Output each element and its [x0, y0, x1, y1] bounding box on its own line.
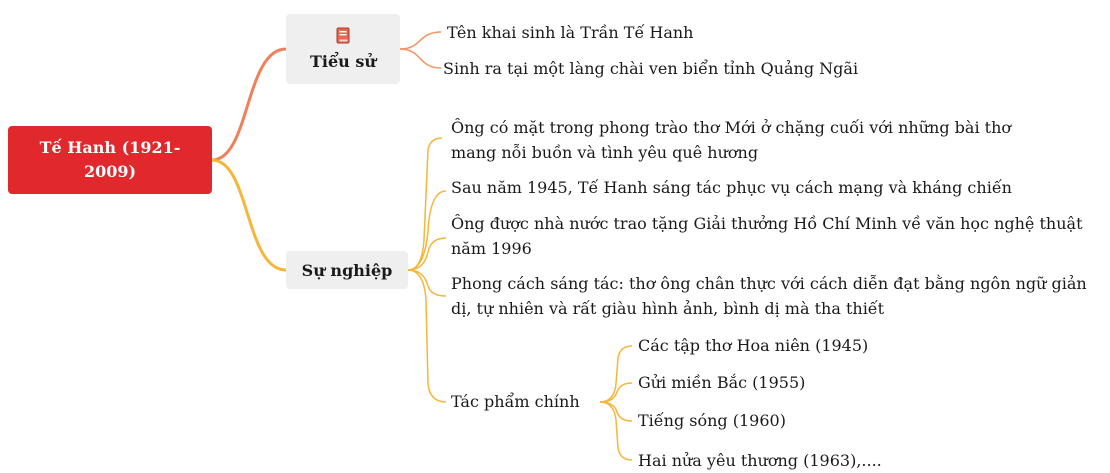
leaf-text-line2: năm 1996 — [451, 239, 532, 258]
connector-works-item — [599, 382, 633, 403]
leaf-text: Hai nửa yêu thương (1963),.... — [638, 451, 882, 470]
topic-biography-label: Tiểu sử — [309, 52, 376, 71]
connector-career-item — [407, 237, 447, 271]
leaf-text: Các tập thơ Hoa niên (1945) — [638, 336, 869, 355]
leaf-text: Tiếng sóng (1960) — [638, 411, 786, 430]
leaf-text-line1: Ông có mặt trong phong trào thơ Mới ở ch… — [451, 118, 1012, 137]
connector-works-item — [599, 345, 633, 403]
root-title: Tế Hanh (1921-2009) — [39, 138, 181, 181]
career-item-style[interactable]: Phong cách sáng tác: thơ ông chân thực v… — [451, 271, 1087, 321]
career-item-works[interactable]: Tác phẩm chính — [451, 389, 580, 414]
career-item-after-1945[interactable]: Sau năm 1945, Tế Hanh sáng tác phục vụ c… — [451, 175, 1012, 200]
career-item-award[interactable]: Ông được nhà nước trao tặng Giải thưởng … — [451, 211, 1083, 261]
connector-career-item — [407, 190, 447, 271]
topic-career[interactable]: Sự nghiệp — [286, 251, 408, 289]
biography-item-birth-name[interactable]: Tên khai sinh là Trần Tế Hanh — [447, 20, 693, 45]
connector-root-to-biography — [211, 47, 287, 162]
leaf-text-line1: Phong cách sáng tác: thơ ông chân thực v… — [451, 274, 1087, 293]
leaf-text-line2: dị, tự nhiên và rất giàu hình ảnh, bình … — [451, 299, 885, 318]
career-item-new-poetry[interactable]: Ông có mặt trong phong trào thơ Mới ở ch… — [451, 115, 1011, 165]
biography-item-birthplace[interactable]: Sinh ra tại một làng chài ven biển tỉnh … — [443, 56, 858, 81]
connector-biography-item — [399, 31, 442, 50]
works-item-hai-nua-yeu-thuong[interactable]: Hai nửa yêu thương (1963),.... — [638, 448, 882, 473]
works-item-tieng-song[interactable]: Tiếng sóng (1960) — [638, 408, 786, 433]
works-item-gui-mien-bac[interactable]: Gửi miền Bắc (1955) — [638, 370, 805, 395]
connector-root-to-career — [211, 158, 287, 272]
connectors-biography — [399, 31, 442, 69]
topic-biography[interactable]: Tiểu sử — [286, 14, 400, 84]
root-node[interactable]: Tế Hanh (1921-2009) — [8, 126, 212, 194]
leaf-text-line1: Ông được nhà nước trao tặng Giải thưởng … — [451, 214, 1083, 233]
connector-works-item — [599, 401, 633, 461]
works-label: Tác phẩm chính — [451, 392, 580, 411]
connector-biography-item — [399, 48, 442, 69]
leaf-text-line2: mang nỗi buồn và tình yêu quê hương — [451, 143, 759, 162]
connector-career-item — [407, 269, 447, 297]
connectors-career — [407, 137, 633, 461]
leaf-text-line1: Sau năm 1945, Tế Hanh sáng tác phục vụ c… — [451, 178, 1012, 197]
leaf-text: Tên khai sinh là Trần Tế Hanh — [447, 23, 694, 42]
book-icon — [336, 27, 350, 44]
connector-career-item — [407, 269, 447, 403]
leaf-text: Sinh ra tại một làng chài ven biển tỉnh … — [443, 59, 859, 78]
works-item-hoa-nien[interactable]: Các tập thơ Hoa niên (1945) — [638, 333, 868, 358]
topic-career-label: Sự nghiệp — [301, 260, 393, 280]
leaf-text: Gửi miền Bắc (1955) — [638, 373, 806, 392]
